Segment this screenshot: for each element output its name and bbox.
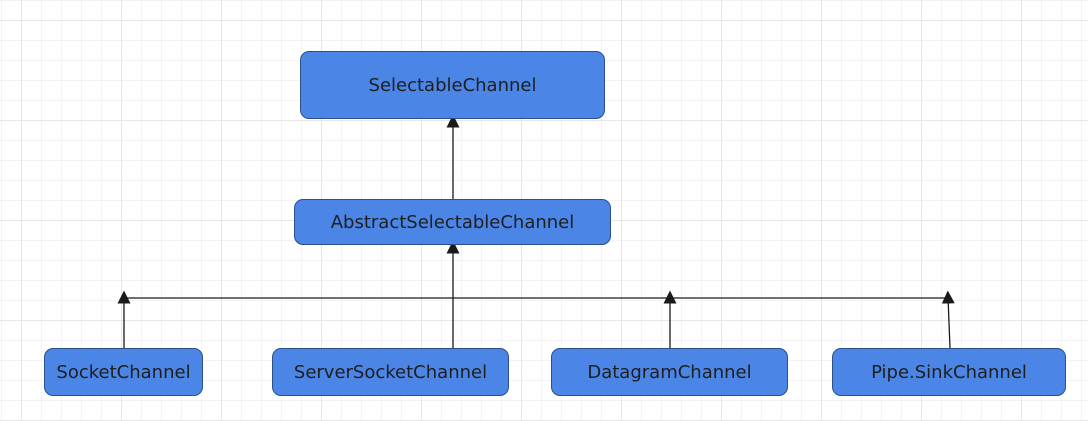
node-label: DatagramChannel: [587, 361, 752, 383]
node-abstract-selectable-channel[interactable]: AbstractSelectableChannel: [294, 199, 611, 245]
edge-pipe-to-abstract: [941, 290, 955, 349]
node-datagram-channel[interactable]: DatagramChannel: [551, 348, 788, 396]
node-label: ServerSocketChannel: [293, 361, 488, 383]
node-label: SelectableChannel: [368, 74, 537, 96]
node-pipe-sink-channel[interactable]: Pipe.SinkChannel: [832, 348, 1066, 396]
node-label: Pipe.SinkChannel: [871, 361, 1027, 383]
node-selectable-channel[interactable]: SelectableChannel: [300, 51, 605, 119]
node-server-socket-channel[interactable]: ServerSocketChannel: [272, 348, 509, 396]
node-label: AbstractSelectableChannel: [330, 211, 575, 233]
node-socket-channel[interactable]: SocketChannel: [44, 348, 203, 396]
node-label: SocketChannel: [56, 361, 191, 383]
